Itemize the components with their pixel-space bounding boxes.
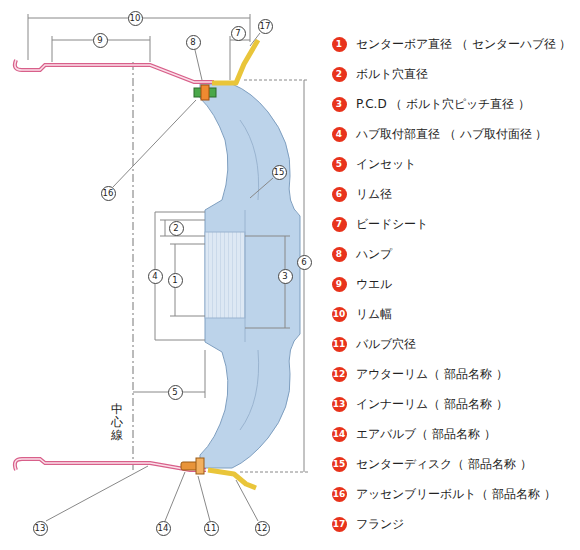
callout-number: 13 (33, 521, 48, 536)
dimension-lines (28, 14, 308, 521)
rim-top-inner (15, 60, 214, 82)
list-text: インセット (356, 156, 416, 172)
list-text: センターディスク（ 部品名称 ） (356, 456, 532, 472)
callout-number: 10 (128, 11, 143, 26)
list-text: センターボア直径 （ センターハブ径 ） (356, 36, 571, 52)
list-text: インナーリム（ 部品名称 ） (356, 396, 508, 412)
list-number: 5 (332, 157, 347, 172)
list-number: 4 (332, 127, 347, 142)
callout-number: 16 (101, 186, 116, 201)
list-number: 12 (332, 367, 347, 382)
callout-number: 7 (231, 26, 246, 41)
list-text: ボルト穴直径 (356, 66, 428, 82)
list-text: ビードシート (356, 216, 428, 232)
bolt-nut (201, 85, 209, 100)
rim-bottom (15, 459, 206, 470)
centerline-label: 中心線 (111, 403, 123, 443)
callout-number: 17 (258, 19, 273, 34)
center-line (133, 62, 134, 470)
list-number: 2 (332, 67, 347, 82)
hub-face (245, 210, 246, 342)
callout-number: 2 (169, 221, 184, 236)
center-disc (200, 84, 300, 468)
list-number: 11 (332, 337, 347, 352)
list-text: ハンプ (356, 246, 392, 262)
callout-number: 4 (148, 269, 163, 284)
list-number: 1 (332, 37, 347, 52)
callout-number: 6 (297, 255, 312, 270)
list-number: 17 (332, 517, 347, 532)
callout-number: 1 (168, 273, 183, 288)
callout-number: 9 (93, 33, 108, 48)
list-text: バルブ穴径 (356, 336, 416, 352)
callout-number: 3 (278, 269, 293, 284)
list-number: 7 (332, 217, 347, 232)
flange-bottom (208, 470, 256, 488)
list-text: ウエル (356, 276, 392, 292)
list-text: アッセンブリーボルト（ 部品名称 ） (356, 486, 556, 502)
list-number: 14 (332, 427, 347, 442)
rim-top (15, 60, 214, 82)
flange-top (212, 40, 258, 83)
list-text: P.C.D （ ボルト穴ピッチ直径 ） (356, 96, 530, 112)
list-number: 10 (332, 307, 347, 322)
center-bore (205, 232, 245, 318)
callout-number: 11 (204, 521, 219, 536)
callout-number: 12 (255, 521, 270, 536)
list-number: 15 (332, 457, 347, 472)
list-number: 9 (332, 277, 347, 292)
callout-number: 14 (156, 521, 171, 536)
valve-nut (196, 458, 204, 474)
callout-number: 15 (272, 165, 287, 180)
list-number: 6 (332, 187, 347, 202)
rim-bottom-inner (15, 459, 206, 470)
list-text: リム径 (356, 186, 392, 202)
callout-number: 5 (168, 385, 183, 400)
list-text: フランジ (356, 516, 404, 532)
list-number: 8 (332, 247, 347, 262)
list-number: 16 (332, 487, 347, 502)
list-text: エアバルブ（ 部品名称 ） (356, 426, 496, 442)
callout-number: 8 (186, 35, 201, 50)
list-text: リム幅 (356, 306, 392, 322)
list-number: 3 (332, 97, 347, 112)
list-text: アウターリム（ 部品名称 ） (356, 366, 508, 382)
list-number: 13 (332, 397, 347, 412)
list-text: ハブ取付部直径 （ ハブ取付面径 ） (356, 126, 547, 142)
